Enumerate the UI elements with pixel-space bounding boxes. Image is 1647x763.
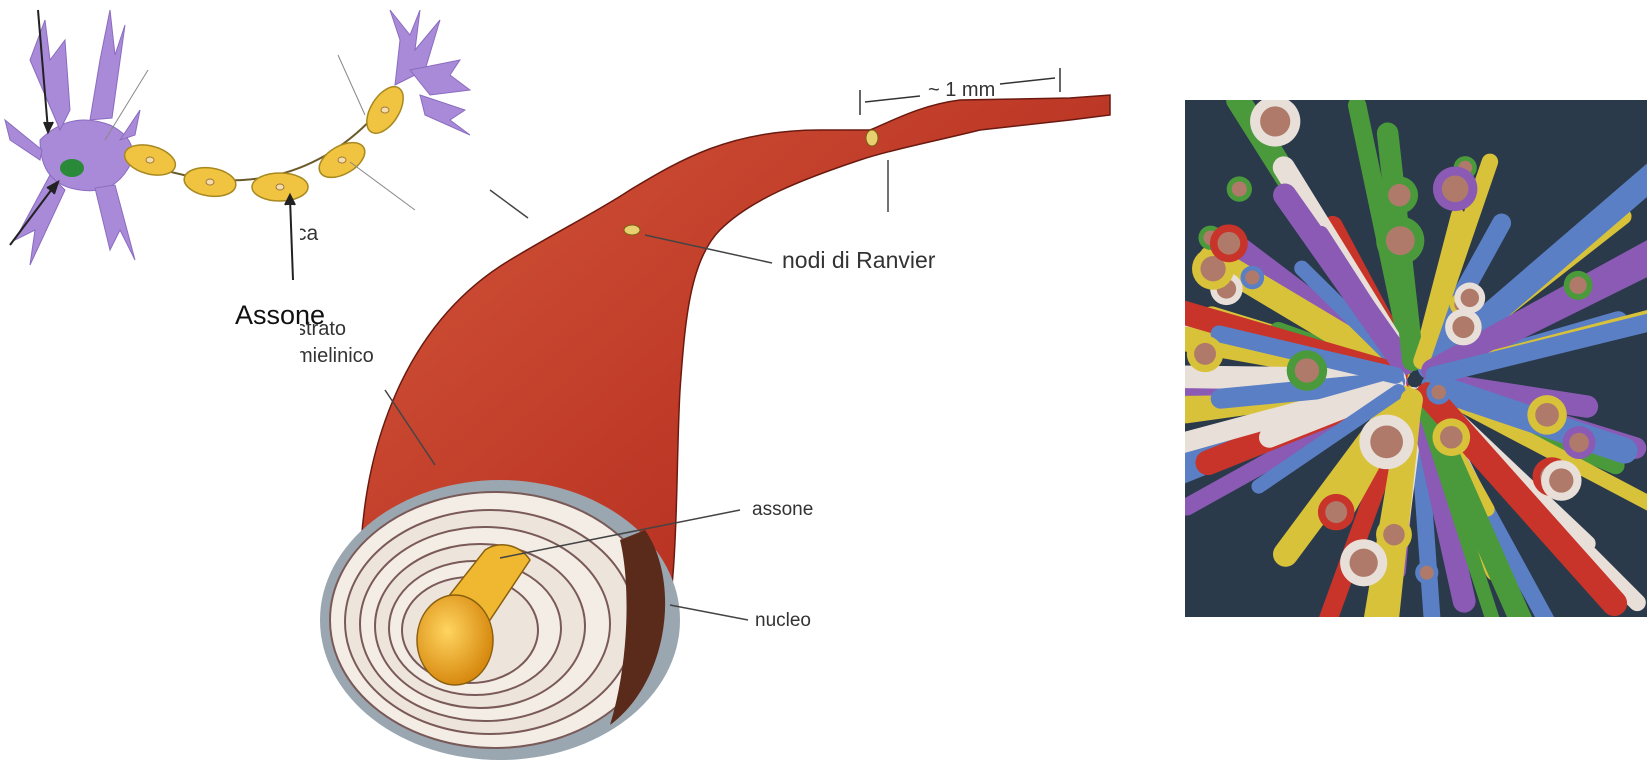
- cables-image: [1185, 100, 1647, 617]
- node-ranvier-1: [624, 225, 640, 235]
- cable-end: [1564, 271, 1593, 300]
- cable-end: [1318, 494, 1355, 531]
- cable-end: [1541, 460, 1582, 501]
- cable-end: [1381, 176, 1418, 213]
- cable-end: [1527, 395, 1566, 434]
- cable-end: [1376, 517, 1412, 553]
- neuron-soma: [5, 10, 140, 265]
- cable-end: [1426, 380, 1450, 404]
- label-mielinico: mielinico: [300, 345, 374, 367]
- cable-end: [1340, 539, 1387, 586]
- cable-end: [1432, 418, 1470, 456]
- scale-label: ~ 1 mm: [928, 79, 995, 101]
- neuron-nucleus: [60, 159, 84, 177]
- node-ranvier-2: [866, 130, 878, 146]
- label-assone: assone: [752, 499, 813, 520]
- myelin-cross-section: [320, 480, 680, 760]
- cable-end: [1415, 561, 1438, 584]
- cable-bundle-photo: [1185, 100, 1647, 617]
- cable-end: [1187, 336, 1224, 373]
- cable-end: [1240, 266, 1264, 290]
- myelinated-fiber-diagram: ~ 1 mm nodi di Ranvier ca strato mielini…: [300, 60, 1180, 763]
- label-nodi-ranvier: nodi di Ranvier: [782, 247, 936, 273]
- cable-end: [1359, 415, 1414, 470]
- label-strato: strato: [300, 318, 346, 340]
- label-nucleo: nucleo: [755, 610, 811, 631]
- cable-end: [1454, 283, 1485, 314]
- cable-end: [1563, 426, 1596, 459]
- cable-end: [1287, 350, 1327, 390]
- cable-end: [1210, 224, 1248, 262]
- label-partial: ca: [300, 222, 319, 245]
- cable-end: [1227, 176, 1252, 201]
- fiber-illustration: ~ 1 mm nodi di Ranvier ca strato mielini…: [300, 60, 1180, 763]
- cable-end: [1445, 309, 1482, 346]
- cable-end: [1433, 167, 1478, 212]
- cable-end: [1376, 217, 1424, 265]
